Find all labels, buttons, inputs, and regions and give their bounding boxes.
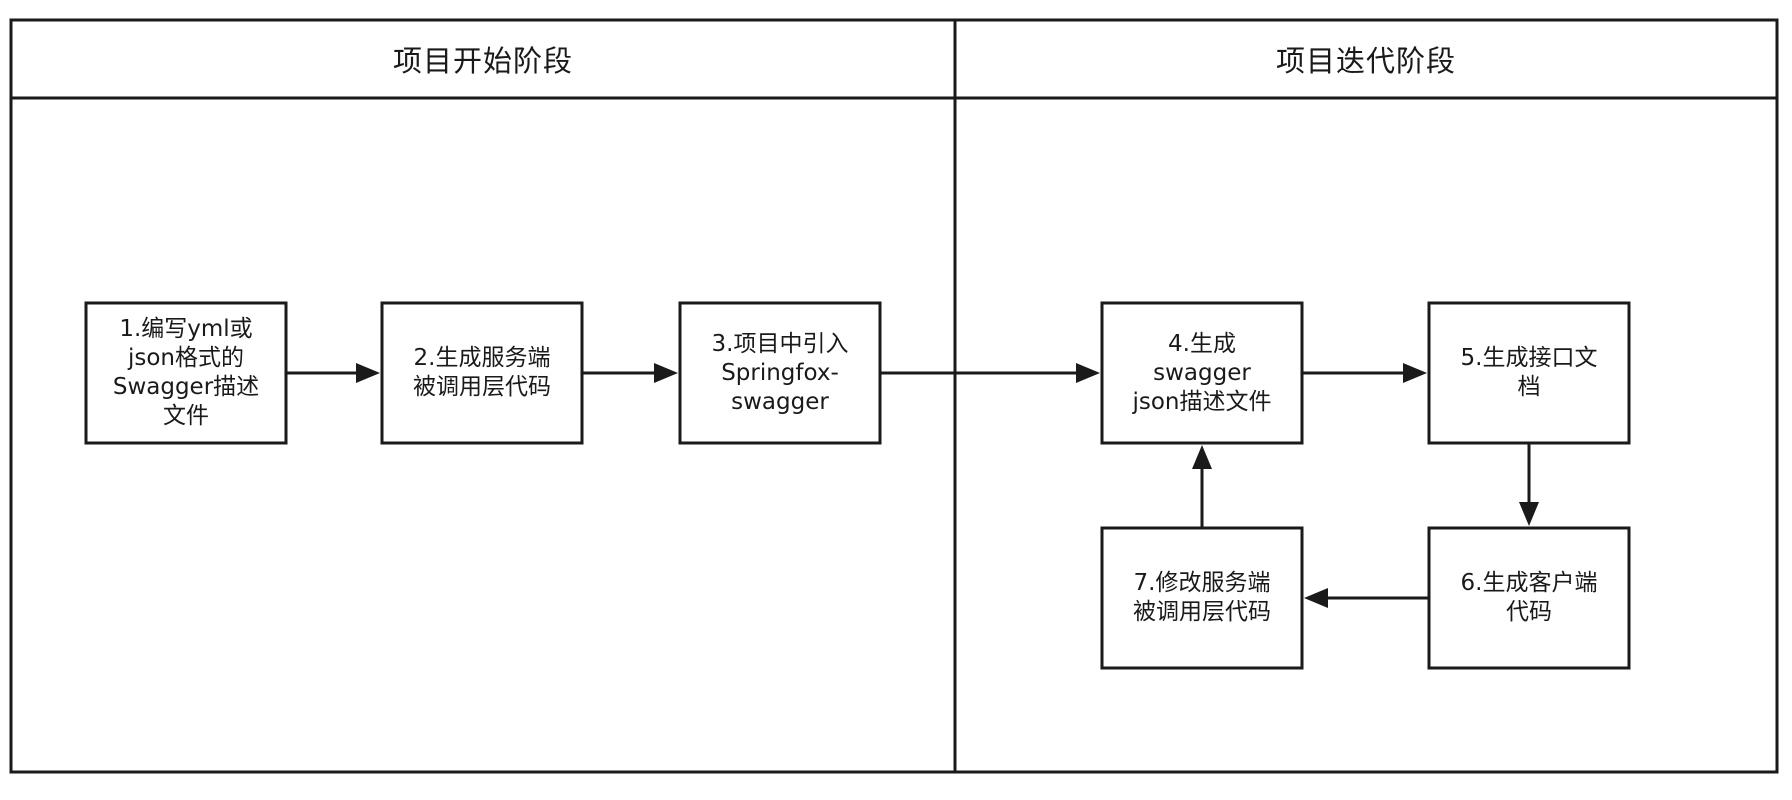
arrowhead-7-to-4 <box>1192 445 1212 469</box>
step-3-label: 3.项目中引入 Springfox- swagger <box>711 330 849 415</box>
lane-title-start: 项目开始阶段 <box>392 44 573 78</box>
lane-title-iteration: 项目迭代阶段 <box>1275 44 1456 78</box>
step-7-box <box>1100 526 1304 670</box>
step-6-label: 6.生成客户端 代码 <box>1460 570 1598 625</box>
arrowhead-6-to-7 <box>1304 588 1328 608</box>
step-5: 5.生成接口文 档 <box>1429 303 1629 443</box>
step-5-label: 5.生成接口文 档 <box>1460 345 1598 400</box>
step-1: 1.编写yml或 json格式的 Swagger描述 文件 <box>86 303 286 443</box>
step-1-box <box>84 301 288 445</box>
step-3: 3.项目中引入 Springfox- swagger <box>680 303 880 443</box>
step-7: 7.修改服务端 被调用层代码 <box>1102 528 1302 668</box>
arrowhead-3-to-4 <box>1076 363 1100 383</box>
arrowhead-2-to-3 <box>654 363 678 383</box>
arrowhead-5-to-6 <box>1519 502 1539 526</box>
step-4-box <box>1100 301 1304 445</box>
step-5-box <box>1427 301 1631 445</box>
step-6: 6.生成客户端 代码 <box>1429 528 1629 668</box>
diagram-border <box>9 18 1779 774</box>
step-6-box <box>1427 526 1631 670</box>
arrowhead-4-to-5 <box>1403 363 1427 383</box>
arrowhead-1-to-2 <box>356 363 380 383</box>
step-4-label: 4.生成 swagger json描述文件 <box>1132 330 1272 415</box>
step-3-box <box>678 301 882 445</box>
step-2-label: 2.生成服务端 被调用层代码 <box>413 345 551 400</box>
step-1-label: 1.编写yml或 json格式的 Swagger描述 文件 <box>112 316 260 429</box>
step-7-label: 7.修改服务端 被调用层代码 <box>1133 570 1271 625</box>
step-2: 2.生成服务端 被调用层代码 <box>382 303 582 443</box>
step-4: 4.生成 swagger json描述文件 <box>1102 303 1302 443</box>
